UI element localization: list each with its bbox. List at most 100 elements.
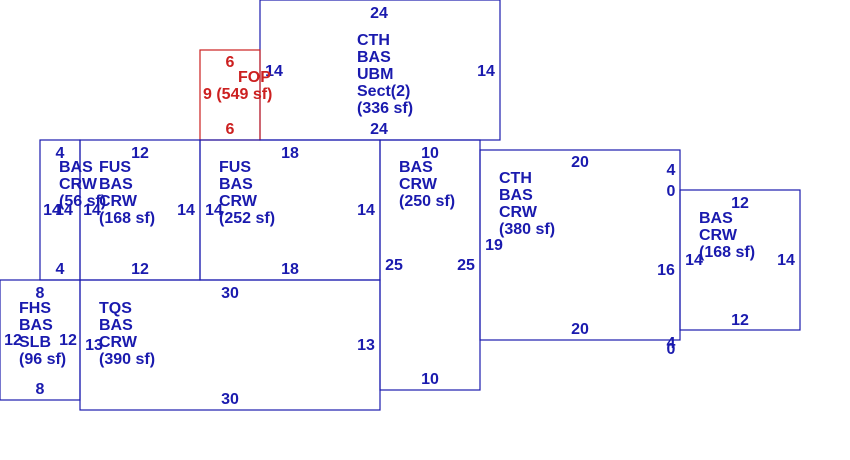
area-label-line: (336 sf) bbox=[357, 100, 413, 117]
area-label-line: FHS bbox=[19, 300, 51, 317]
area-label-line: BAS bbox=[99, 176, 133, 193]
dimension-label: 10 bbox=[421, 371, 439, 388]
area-label-line: BAS bbox=[99, 317, 133, 334]
area-label-line: FUS bbox=[99, 159, 131, 176]
dimension-label: 18 bbox=[281, 145, 299, 162]
area-label-line: CRW bbox=[219, 193, 258, 210]
dimension-label: 20 bbox=[571, 154, 589, 171]
dimension-label: 14 bbox=[55, 202, 73, 219]
dimension-label: 19 bbox=[485, 237, 503, 254]
area-label-line: (380 sf) bbox=[499, 221, 555, 238]
dimension-label: 0 bbox=[667, 183, 676, 200]
area-outline bbox=[679, 189, 801, 331]
area-label-line: (96 sf) bbox=[19, 351, 66, 368]
area-label-line: (252 sf) bbox=[219, 210, 275, 227]
area-label-line: BAS bbox=[399, 159, 433, 176]
dimension-label: 30 bbox=[221, 285, 239, 302]
dimension-label: 25 bbox=[385, 257, 403, 274]
dimension-label: 4 bbox=[56, 145, 65, 162]
area-label-line: CRW bbox=[399, 176, 438, 193]
dimension-label: 14 bbox=[477, 63, 495, 80]
area-label-line: FUS bbox=[219, 159, 251, 176]
area-label-line: (168 sf) bbox=[99, 210, 155, 227]
dimension-label: 13 bbox=[85, 337, 103, 354]
dimension-label: 6 bbox=[226, 121, 235, 138]
dimension-label: 6 bbox=[226, 54, 235, 71]
dimension-label: 18 bbox=[281, 261, 299, 278]
dimension-label: 12 bbox=[731, 195, 749, 212]
area-label-line: CRW bbox=[99, 334, 138, 351]
area-label-line: (56 sf) bbox=[59, 193, 106, 210]
area-label-line: 9 (549 sf) bbox=[203, 86, 272, 103]
dimension-label: 25 bbox=[457, 257, 475, 274]
area-label-line: CRW bbox=[99, 193, 138, 210]
area-label-line: UBM bbox=[357, 66, 393, 83]
dimension-label: 14 bbox=[205, 202, 223, 219]
dimension-label: 4 bbox=[56, 261, 65, 278]
area-label-line: Sect(2) bbox=[357, 83, 410, 100]
area-label-line: BAS bbox=[219, 176, 253, 193]
area-label-line: (168 sf) bbox=[699, 244, 755, 261]
dimension-label: 13 bbox=[357, 337, 375, 354]
dimension-label: 14 bbox=[43, 202, 61, 219]
dimension-label: 30 bbox=[221, 391, 239, 408]
dimension-label: 10 bbox=[421, 145, 439, 162]
area-label-line: (250 sf) bbox=[399, 193, 455, 210]
dimension-label: 12 bbox=[731, 312, 749, 329]
area-label-line: CTH bbox=[499, 170, 532, 187]
area-label-line: BAS bbox=[357, 49, 391, 66]
dimension-label: 12 bbox=[131, 145, 149, 162]
area-label-line: FOP bbox=[238, 69, 271, 86]
area-label-line: CTH bbox=[357, 32, 390, 49]
area-label-line: BAS bbox=[699, 210, 733, 227]
dimension-label: 14 bbox=[265, 63, 283, 80]
dimension-label: 14 bbox=[685, 252, 703, 269]
dimension-label: 12 bbox=[59, 332, 77, 349]
dimension-label: 8 bbox=[36, 381, 45, 398]
area-label-line: BAS bbox=[19, 317, 53, 334]
dimension-label: 0 bbox=[667, 341, 676, 358]
dimension-label: 24 bbox=[370, 5, 388, 22]
area-label-line: SLB bbox=[19, 334, 51, 351]
area-outline bbox=[79, 279, 381, 411]
dimension-label: 24 bbox=[370, 121, 388, 138]
dimension-label: 8 bbox=[36, 285, 45, 302]
area-label-line: TQS bbox=[99, 300, 132, 317]
dimension-label: 12 bbox=[4, 332, 22, 349]
dimension-label: 20 bbox=[571, 321, 589, 338]
area-label-line: CRW bbox=[499, 204, 538, 221]
dimension-label: 16 bbox=[657, 262, 675, 279]
dimension-label: 14 bbox=[357, 202, 375, 219]
area-label-line: CRW bbox=[59, 176, 98, 193]
dimension-label: 14 bbox=[83, 202, 101, 219]
area-label-line: CRW bbox=[699, 227, 738, 244]
area-label-line: BAS bbox=[499, 187, 533, 204]
area-label-line: BAS bbox=[59, 159, 93, 176]
dimension-label: 4 bbox=[667, 335, 676, 352]
area-label-line: (390 sf) bbox=[99, 351, 155, 368]
dimension-label: 14 bbox=[777, 252, 795, 269]
dimension-label: 14 bbox=[177, 202, 195, 219]
dimension-label: 4 bbox=[667, 162, 676, 179]
